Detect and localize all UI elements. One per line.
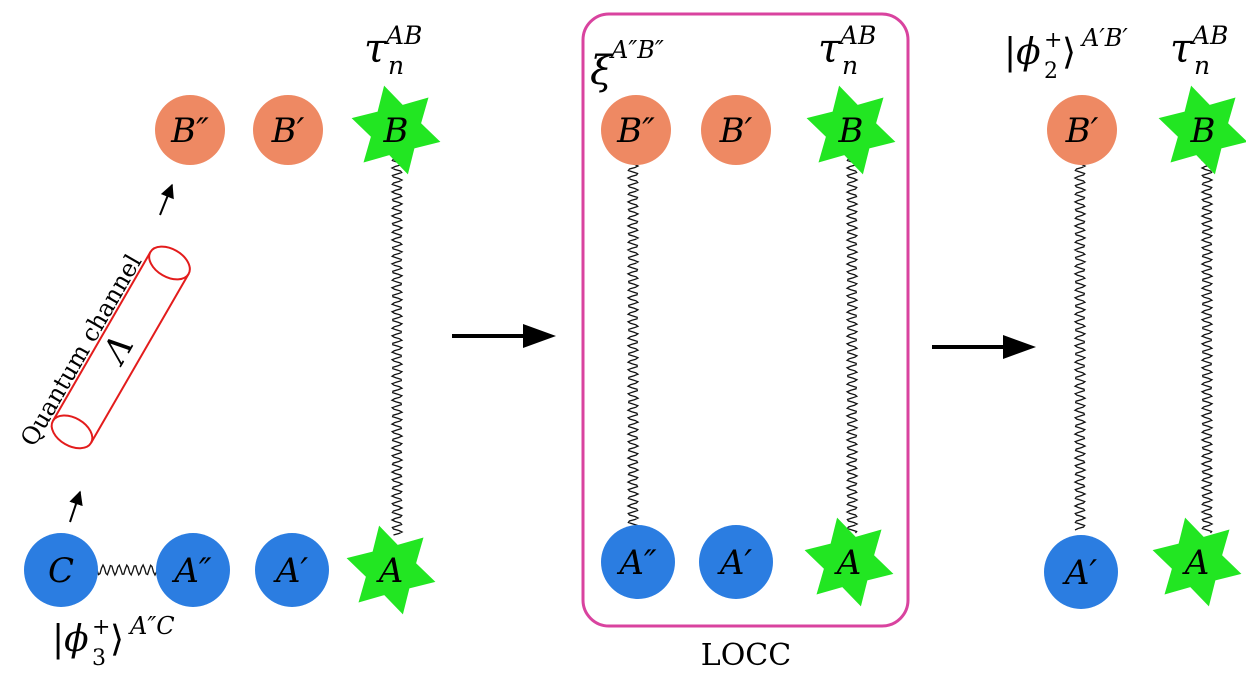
qubit-b-prime: [253, 95, 323, 165]
entanglement-wire-tau-2: [845, 149, 859, 534]
star-a-3-label: A: [1182, 543, 1210, 583]
transition-arrow-1-head: [523, 324, 556, 348]
phi2-ket-close: ⟩: [1062, 32, 1076, 73]
tau-superscript: AB: [384, 21, 422, 50]
panel-locc: B″ B′ B A″ A′ A ξ A″B″ τ n AB LOCC: [581, 12, 910, 673]
qubit-a-double-prime: [156, 533, 230, 607]
qubit-a-double-prime-2-label: A″: [616, 543, 657, 583]
star-a-2-label: A: [834, 543, 862, 583]
channel-input-arrow: [69, 490, 83, 523]
star-a-2: [804, 517, 894, 607]
star-a-3: [1152, 517, 1242, 607]
phi3-ket-open: |ϕ: [52, 619, 89, 660]
tau-superscript-2: AB: [838, 21, 876, 50]
phi2-subscript: 2: [1044, 59, 1058, 84]
phi2-state-label: |ϕ + 2 ⟩ A′B′: [1004, 24, 1128, 84]
qubit-b-prime-3: [1047, 95, 1117, 165]
qubit-a-double-prime-label: A″: [171, 551, 212, 591]
tau-label-panel1: τ n AB: [364, 21, 422, 80]
tau-symbol-3: τ: [1170, 26, 1193, 72]
qubit-a-prime-label: A′: [273, 551, 309, 591]
tau-subscript: n: [388, 51, 404, 80]
star-b-2-label: B: [838, 111, 864, 151]
tau-subscript-3: n: [1194, 51, 1210, 80]
qubit-a-prime-3-label: A′: [1062, 553, 1098, 593]
phi3-state-superscript: A″C: [128, 612, 175, 640]
entanglement-wire-phi2: [1073, 159, 1087, 531]
qubit-b-prime-2-label: B′: [719, 111, 753, 151]
tau-subscript-2: n: [842, 51, 858, 80]
qubit-a-double-prime-2: [601, 525, 675, 599]
qubit-b-prime-label: B′: [271, 111, 305, 151]
tau-label-panel3: τ n AB: [1170, 21, 1228, 80]
phi3-plus: +: [92, 615, 110, 640]
entanglement-wire-tau: [390, 149, 404, 536]
xi-symbol: ξ: [590, 48, 614, 94]
tau-symbol-2: τ: [818, 26, 841, 72]
qubit-a-prime-3: [1044, 535, 1118, 609]
star-a: [346, 525, 436, 615]
panel-initial: B″ B′ B C A″ A′ A Λ Quantum channel: [15, 21, 441, 671]
qubit-a-prime-2-label: A′: [717, 543, 753, 583]
transition-arrow-2-head: [1003, 335, 1036, 359]
qubit-a-prime: [255, 533, 329, 607]
star-b-2: [806, 85, 896, 175]
tau-label-panel2: τ n AB: [818, 21, 876, 80]
star-b-3-label: B: [1190, 111, 1216, 151]
star-b: [351, 85, 441, 175]
qubit-c-label: C: [48, 551, 74, 591]
qubit-b-double-prime-2-label: B″: [616, 111, 655, 151]
entanglement-wire-xi: [626, 159, 640, 531]
qubit-b-prime-3-label: B′: [1065, 111, 1099, 151]
phi2-plus: +: [1044, 28, 1062, 53]
qubit-a-prime-2: [699, 525, 773, 599]
locc-box: [581, 12, 910, 628]
entanglement-wire-tau-3: [1200, 149, 1214, 534]
channel-output-arrow: [159, 183, 174, 216]
qubit-b-double-prime: [155, 95, 225, 165]
qubit-c: [24, 533, 98, 607]
phi3-ket-close: ⟩: [110, 619, 124, 660]
locc-caption: LOCC: [701, 638, 791, 673]
tau-symbol: τ: [364, 26, 387, 72]
star-b-label: B: [383, 111, 409, 151]
panel-final: B′ B A′ A |ϕ + 2 ⟩ A′B′ τ n AB: [1004, 21, 1246, 609]
xi-label: ξ A″B″: [590, 36, 664, 94]
qubit-b-prime-2: [701, 95, 771, 165]
qubit-b-double-prime-2: [601, 95, 671, 165]
qubit-b-double-prime-label: B″: [170, 111, 209, 151]
tau-superscript-3: AB: [1190, 21, 1228, 50]
phi2-ket-open: |ϕ: [1004, 32, 1041, 73]
phi2-state-superscript: A′B′: [1080, 24, 1128, 52]
xi-superscript: A″B″: [609, 36, 664, 64]
star-a-label: A: [376, 551, 404, 591]
phi3-subscript: 3: [92, 646, 106, 671]
phi3-state-label: |ϕ + 3 ⟩ A″C: [52, 612, 175, 671]
entanglement-wire-phi3: [96, 563, 159, 577]
star-b-3: [1158, 85, 1246, 175]
